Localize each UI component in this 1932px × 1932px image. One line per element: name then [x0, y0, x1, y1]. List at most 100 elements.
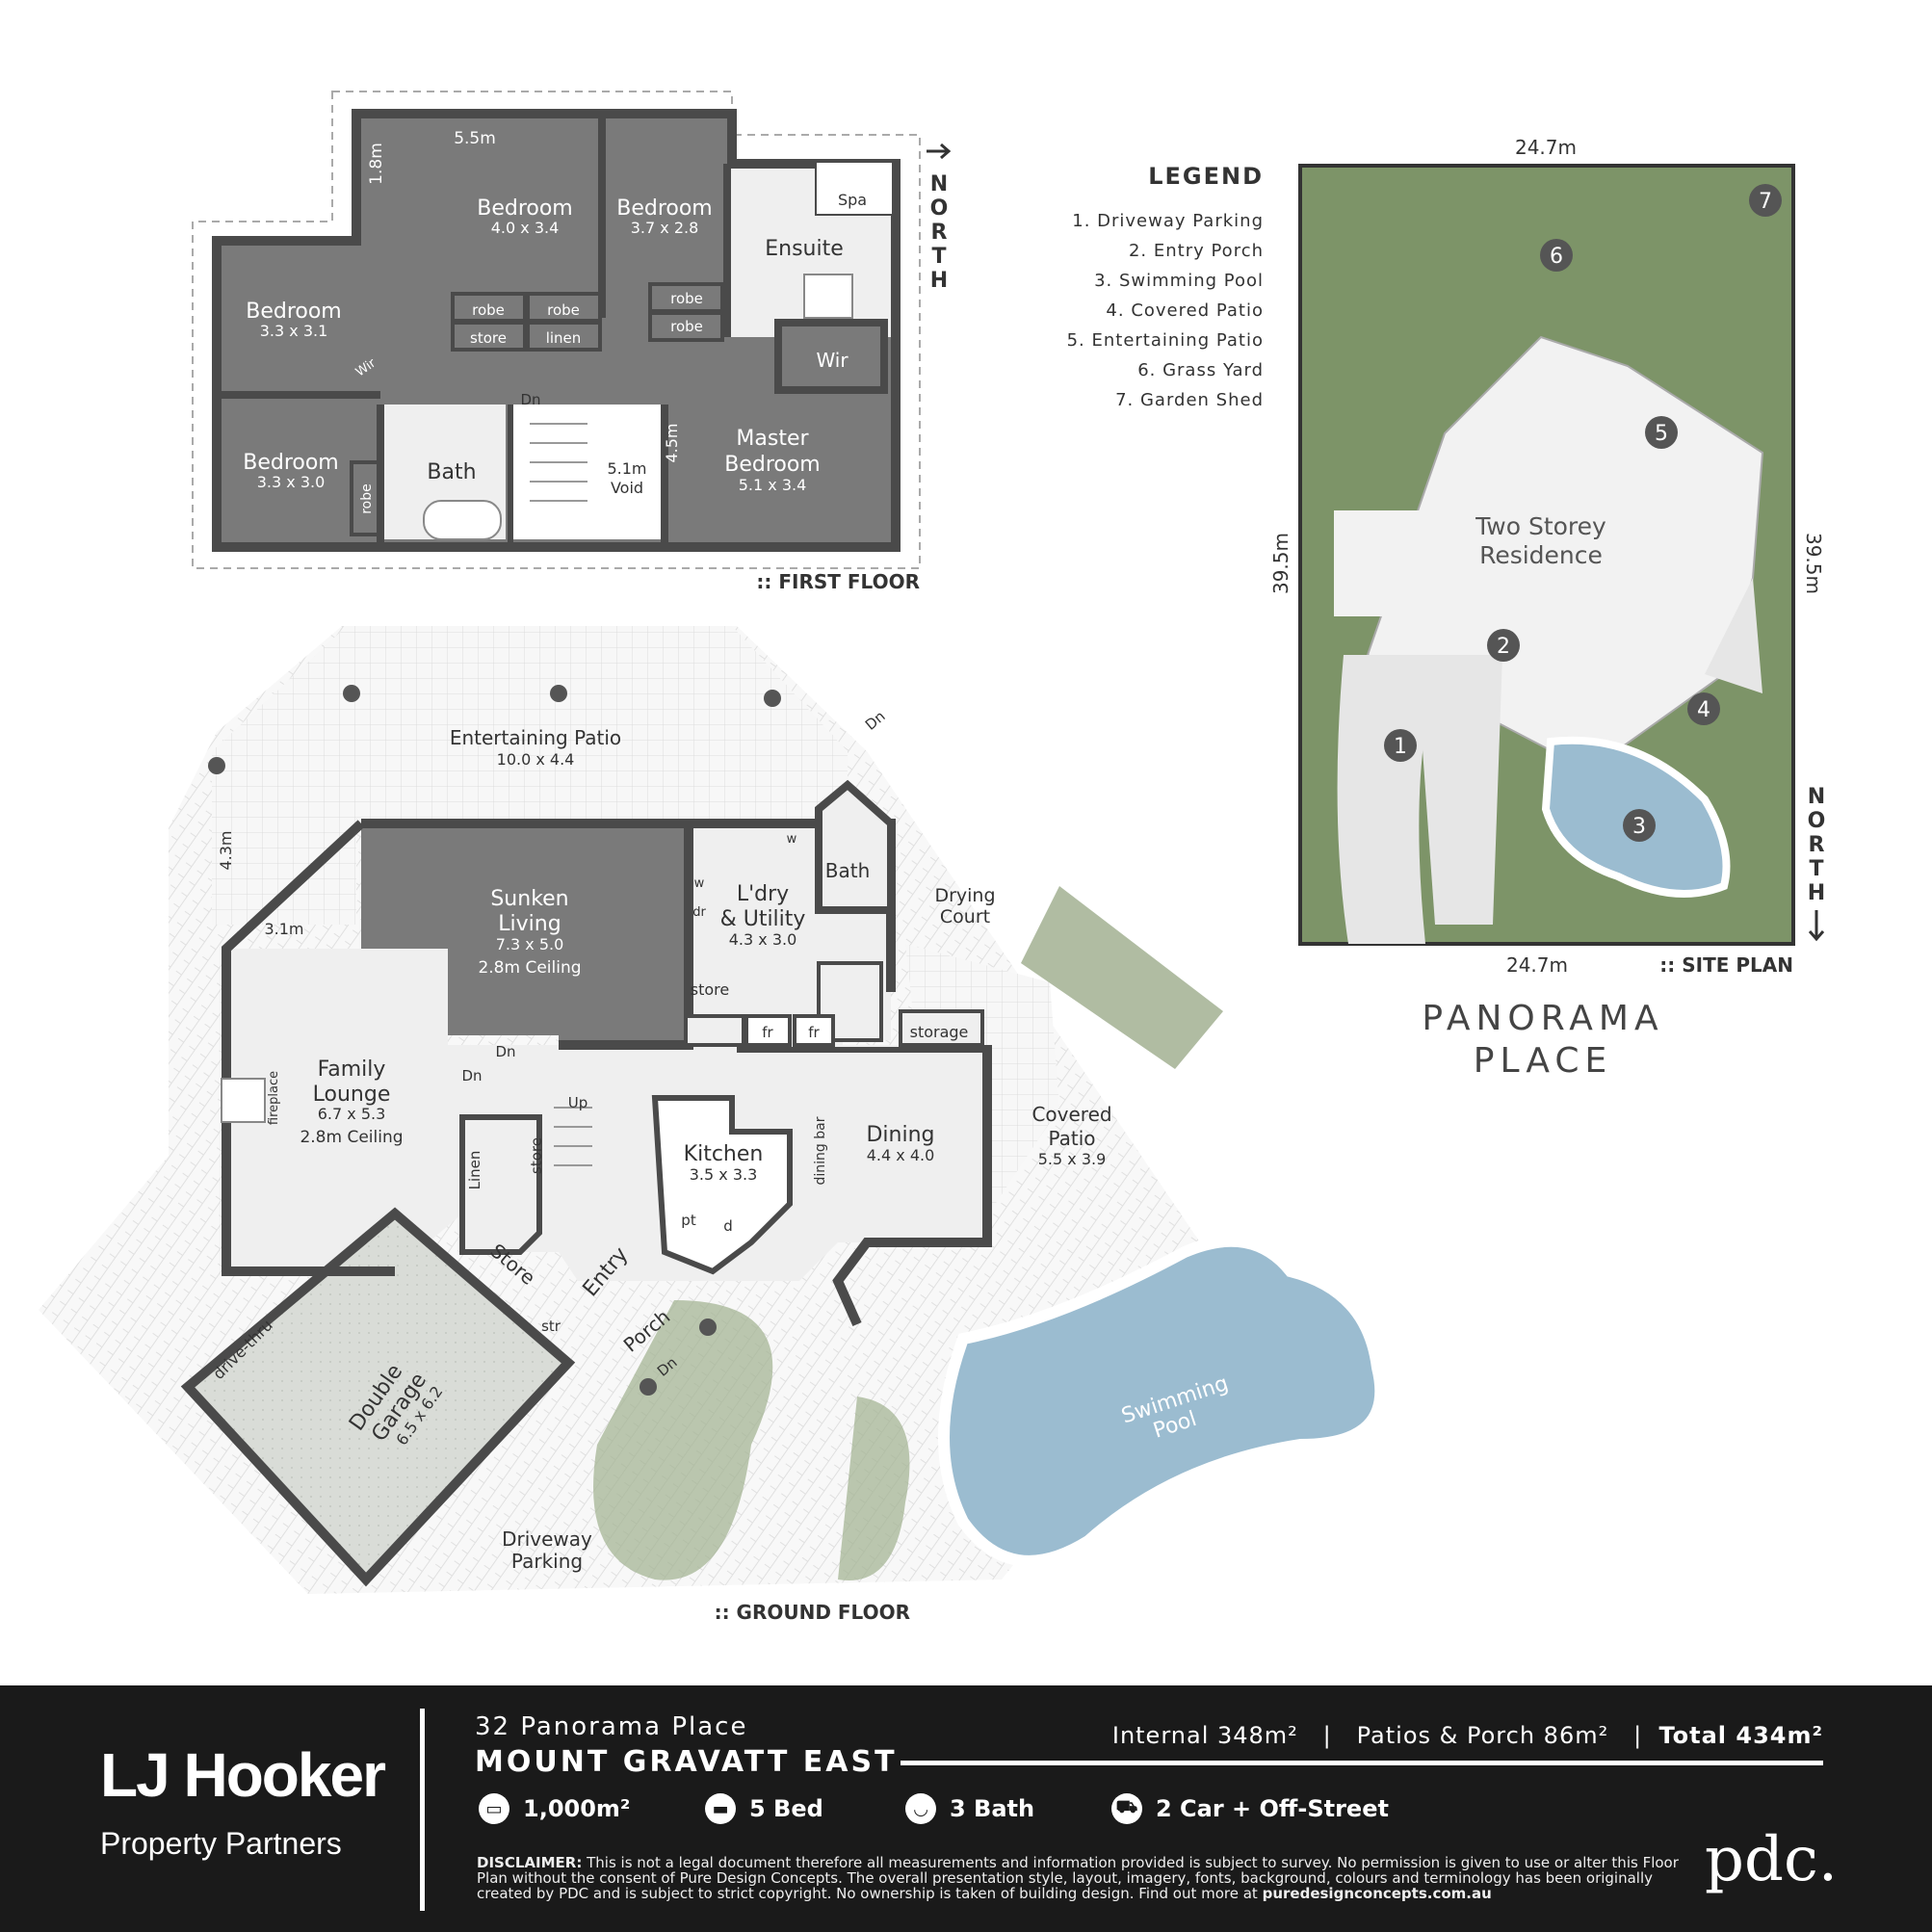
dining-bar-label: dining bar: [813, 1116, 828, 1185]
site-north-label: N O R T H: [1808, 785, 1826, 905]
dim-4-3m: 4.3m: [217, 830, 235, 870]
spa-label: Spa: [838, 191, 867, 209]
bed-icon: ▬: [705, 1793, 736, 1824]
family-lounge-name-1: Family: [318, 1057, 386, 1082]
bedroom-3-name: Bedroom: [246, 300, 342, 324]
internal-area: Internal 348m²: [1111, 1722, 1298, 1749]
legend-item: 5. Entertaining Patio: [1067, 330, 1264, 351]
first-floor-dn-label: Dn: [520, 391, 540, 408]
bedroom-4-name: Bedroom: [243, 451, 339, 475]
drying-court-name-2: Court: [940, 906, 990, 927]
ensuite-label: Ensuite: [765, 237, 844, 261]
sunken-living-name-2: Living: [498, 912, 561, 936]
legend-item: 7. Garden Shed: [1115, 390, 1264, 410]
site-width-top: 24.7m: [1515, 136, 1577, 159]
fridge-label-2: fr: [808, 1024, 820, 1041]
laundry-name-2: & Utility: [720, 907, 806, 931]
fridge-label-1: fr: [762, 1024, 773, 1041]
address-street: 32 Panorama Place: [475, 1712, 748, 1741]
feature-bath: ◡ 3 Bath: [905, 1793, 1034, 1824]
robe-label-1: robe: [472, 301, 505, 319]
feature-land-label: 1,000m²: [523, 1795, 631, 1822]
str-label: str: [541, 1318, 561, 1335]
bedroom-1-name: Bedroom: [477, 196, 573, 221]
address-suburb: MOUNT GRAVATT EAST: [475, 1745, 898, 1779]
store-label-2: store: [528, 1137, 545, 1174]
feature-land: ▭ 1,000m²: [479, 1793, 630, 1824]
laundry-size: 4.3 x 3.0: [729, 930, 797, 949]
marker-6: 6: [1550, 245, 1563, 269]
car-icon: ⛟: [1111, 1793, 1142, 1824]
residence-label-1: Two Storey: [1475, 512, 1606, 540]
robe-label-2: robe: [547, 301, 580, 319]
svg-text:T: T: [1809, 857, 1823, 881]
dn-label-1: Dn: [495, 1043, 515, 1060]
marker-3: 3: [1632, 815, 1646, 839]
kitchen-size: 3.5 x 3.3: [690, 1165, 758, 1184]
storage-label: storage: [910, 1023, 969, 1041]
first-floor-north-label: N O R T H: [930, 172, 949, 293]
legend-list: 1. Driveway Parking 2. Entry Porch 3. Sw…: [1067, 211, 1264, 410]
dn-label-2: Dn: [461, 1067, 482, 1084]
washer-label-2: w: [694, 876, 705, 891]
site-north-arrow-icon: [1808, 910, 1825, 942]
ground-floor-title: :: GROUND FLOOR: [715, 1601, 910, 1624]
svg-text:N: N: [930, 172, 948, 196]
patio-area: Patios & Porch 86m²: [1356, 1722, 1609, 1749]
first-floor-title: :: FIRST FLOOR: [756, 570, 920, 593]
void-height: 5.1m: [607, 459, 646, 478]
site-markers: [1384, 184, 1782, 842]
dim-1-8m: 1.8m: [367, 143, 386, 185]
washer-label: w: [787, 832, 797, 847]
entertaining-patio-size: 10.0 x 4.4: [497, 750, 575, 769]
up-label: Up: [568, 1094, 588, 1111]
website-link[interactable]: puredesignconcepts.com.au: [1262, 1885, 1492, 1902]
first-floor-bath-label: Bath: [427, 460, 476, 484]
swimming-pool: [938, 1235, 1387, 1567]
legend-item: 6. Grass Yard: [1137, 360, 1264, 380]
marker-7: 7: [1759, 190, 1772, 214]
legend-title: LEGEND: [1148, 163, 1264, 190]
covered-patio-name-2: Patio: [1048, 1127, 1095, 1150]
laundry-name-1: L'dry: [737, 882, 789, 906]
bedroom-3-size: 3.3 x 3.1: [260, 322, 328, 340]
footer-divider: [420, 1709, 425, 1911]
family-lounge-size: 6.7 x 5.3: [318, 1105, 386, 1123]
feature-car: ⛟ 2 Car + Off-Street: [1111, 1793, 1389, 1824]
street-name-2: PLACE: [1474, 1041, 1612, 1081]
robe-label-4: robe: [670, 318, 703, 335]
pdc-logo: pdc.: [1705, 1824, 1839, 1895]
dining-name: Dining: [866, 1123, 934, 1147]
footer-rule: [901, 1761, 1823, 1765]
site-plan: 1 2 3 4 5 6 7 Two Storey Residence 24.7m…: [1067, 136, 1826, 1081]
covered-patio-name-1: Covered: [1031, 1103, 1111, 1126]
svg-text:N: N: [1808, 785, 1825, 809]
entertaining-patio-name: Entertaining Patio: [450, 726, 621, 749]
robe-label-5: robe: [359, 483, 375, 514]
legend-item: 2. Entry Porch: [1129, 241, 1264, 261]
store-label: store: [470, 329, 507, 347]
covered-patio-size: 5.5 x 3.9: [1038, 1150, 1107, 1168]
legend-item: 3. Swimming Pool: [1094, 271, 1264, 291]
svg-text:H: H: [930, 269, 948, 293]
svg-text:O: O: [930, 196, 949, 221]
sunken-living-size: 7.3 x 5.0: [496, 935, 564, 953]
site-depth-right: 39.5m: [1802, 533, 1825, 594]
marker-5: 5: [1655, 422, 1668, 446]
svg-text:T: T: [931, 245, 946, 269]
dn-label-3: Dn: [862, 708, 889, 734]
bath-icon: ◡: [905, 1793, 936, 1824]
total-area: Total 434m²: [1658, 1722, 1823, 1749]
ground-floor-plan: Entertaining Patio 10.0 x 4.4 Sunken Liv…: [39, 626, 1387, 1624]
legend-item: 1. Driveway Parking: [1072, 211, 1264, 231]
dryer-label: dr: [692, 905, 706, 920]
site-width-bottom: 24.7m: [1506, 953, 1568, 977]
dim-5-5m: 5.5m: [454, 129, 496, 148]
bedroom-4-size: 3.3 x 3.0: [257, 473, 326, 491]
first-floor-plan: 5.5m 1.8m Bedroom 4.0 x 3.4 Bedroom 3.7 …: [192, 91, 952, 593]
feature-bed: ▬ 5 Bed: [705, 1793, 823, 1824]
bedroom-2-size: 3.7 x 2.8: [631, 219, 699, 237]
site-plan-title: :: SITE PLAN: [1659, 953, 1793, 977]
linen-label: Linen: [466, 1151, 483, 1190]
master-bedroom-name: Master: [736, 427, 809, 451]
